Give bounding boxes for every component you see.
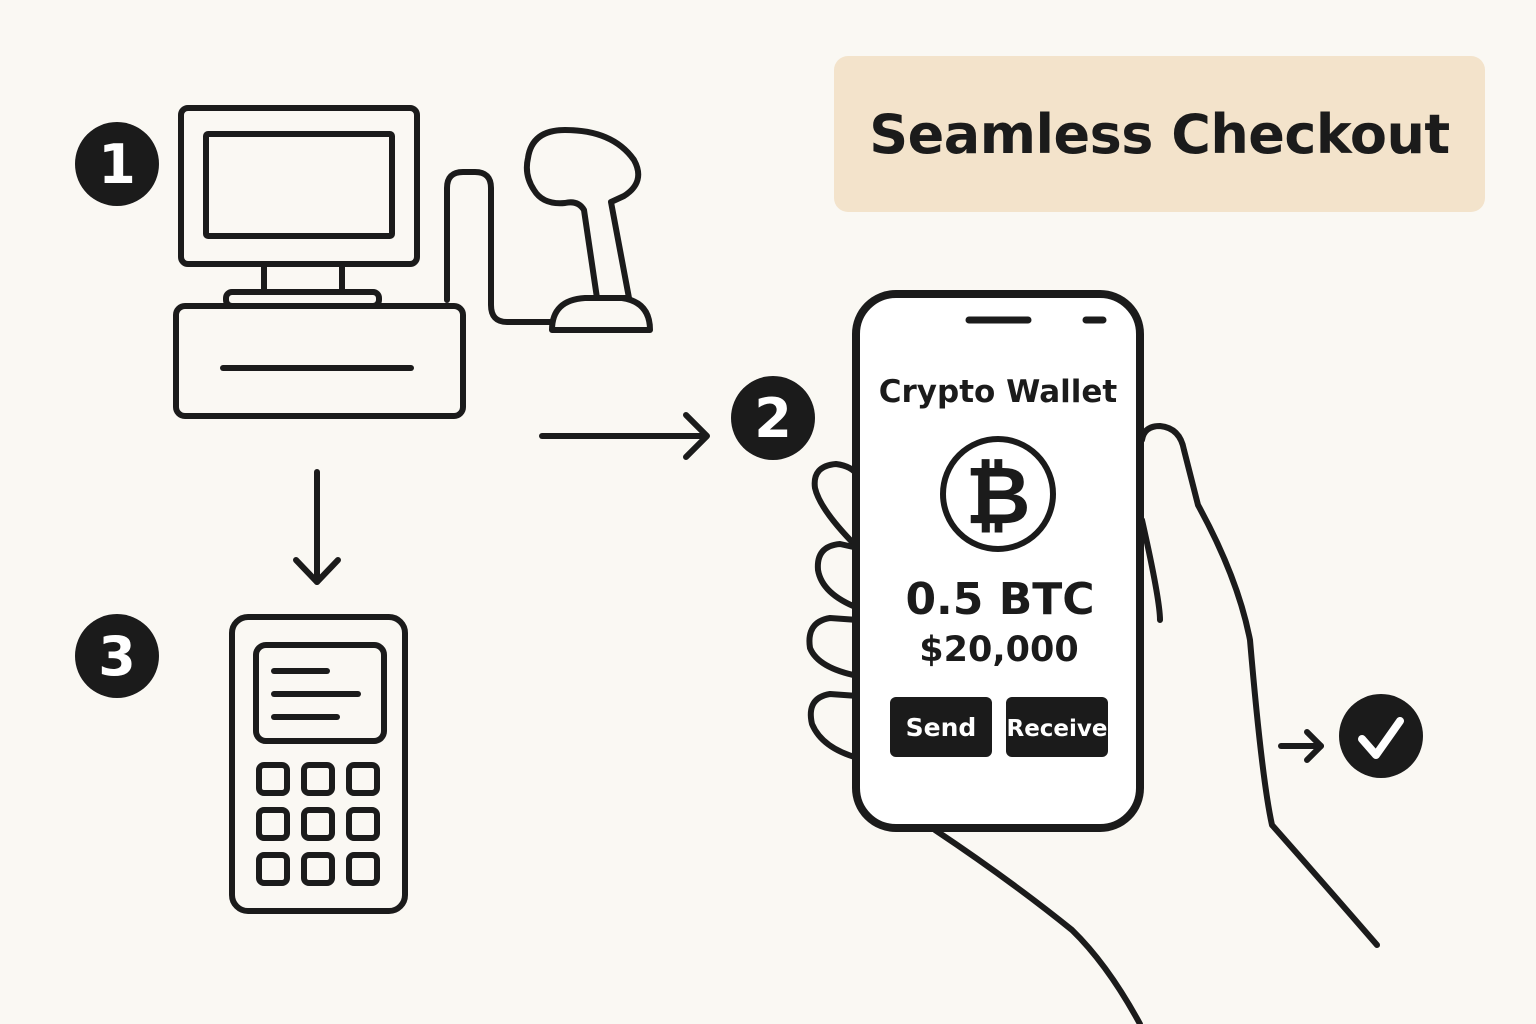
amount-crypto: 0.5 BTC [905,574,1094,625]
page-title: Seamless Checkout [869,102,1450,166]
computer-monitor-icon [173,105,466,419]
arrow-right-icon [539,412,710,460]
receive-button-label: Receive [1006,716,1107,742]
smartphone-icon [852,290,1144,832]
arrow-down-icon [293,469,341,585]
step-3-badge: 3 [75,614,159,698]
hand-icon [806,423,1380,1024]
step-2-badge: 2 [731,376,815,460]
wallet-title: Crypto Wallet [879,374,1118,410]
step-2-number: 2 [754,387,792,450]
arrow-to-success-icon [1278,729,1324,763]
receive-button[interactable]: Receive [1006,697,1108,757]
step-3-number: 3 [98,625,136,688]
step-1-number: 1 [98,133,136,196]
barcode-scanner-icon [444,127,653,333]
bitcoin-icon: ₿ [940,436,1056,552]
step-1-badge: 1 [75,122,159,206]
title-card: Seamless Checkout [834,56,1485,212]
payment-terminal-icon [229,614,408,914]
send-button-label: Send [906,713,977,742]
send-button[interactable]: Send [890,697,992,757]
bitcoin-symbol: ₿ [965,449,1030,542]
checkmark-icon [1339,694,1423,778]
amount-fiat: $20,000 [919,630,1078,670]
